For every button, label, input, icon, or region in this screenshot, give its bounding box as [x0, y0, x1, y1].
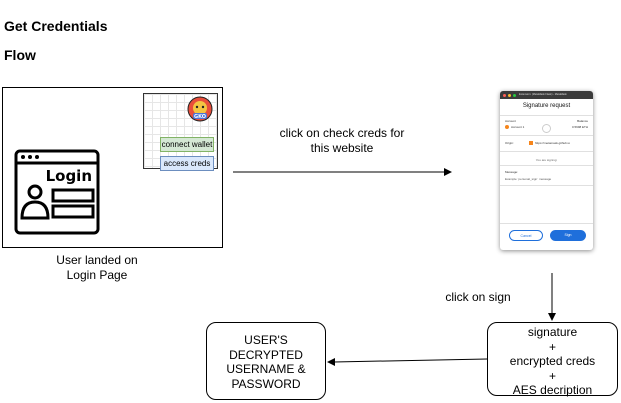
close-dot-icon: [503, 93, 506, 97]
divider: [500, 115, 593, 116]
signature-request-title: Signature request: [522, 103, 571, 109]
arrow-to-result: [327, 358, 488, 366]
maximize-dot-icon: [513, 93, 516, 97]
gko-logo-icon: GKO: [187, 96, 213, 122]
account-label: Account: [505, 119, 516, 123]
divider: [500, 135, 593, 136]
divider: [500, 165, 593, 166]
popup-titlebar: Extension: (MetaMask Flask) - MetaMask: [500, 91, 593, 99]
edge-label-click-sign: click on sign: [445, 290, 511, 304]
balance-value: 0.5998 ETH: [571, 125, 588, 129]
login-page-panel: Login GKO connect wallet access creds: [2, 87, 223, 248]
divider: [500, 223, 593, 224]
origin-value: https://metamask.github.io: [535, 141, 571, 145]
metamask-signature-popup: Extension: (MetaMask Flask) - MetaMask S…: [500, 91, 593, 250]
account-switch-icon[interactable]: [542, 124, 551, 133]
arrow-click-sign: [548, 273, 556, 321]
message-label: Message:: [505, 170, 519, 174]
account-avatar-icon: [505, 125, 509, 129]
fox-icon: [529, 141, 533, 145]
popup-titlebar-text: Extension: (MetaMask Flask) - MetaMask: [519, 93, 567, 96]
arrow-check-creds: [233, 168, 452, 176]
minimize-dot-icon: [508, 93, 511, 97]
svg-text:GKO: GKO: [194, 114, 206, 120]
connect-wallet-button[interactable]: connect wallet: [160, 137, 214, 152]
login-window-icon: Login: [14, 149, 100, 235]
diagram-subtitle: Flow: [4, 47, 36, 63]
login-text: Login: [46, 167, 92, 185]
signing-note: You are signing:: [535, 158, 558, 162]
balance-label: Balance: [577, 119, 588, 123]
diagram-title: Get Credentials: [4, 18, 108, 34]
divider: [500, 185, 593, 186]
signature-decryption-box: signature + encrypted creds + AES decrip…: [487, 322, 618, 397]
extension-preview: GKO connect wallet access creds: [143, 93, 218, 171]
origin-label: Origin:: [505, 141, 514, 145]
sign-button[interactable]: Sign: [550, 230, 586, 241]
divider: [500, 151, 593, 152]
cancel-button[interactable]: Cancel: [509, 230, 543, 241]
access-creds-button[interactable]: access creds: [160, 156, 214, 171]
edge-label-check-creds: click on check creds for this website: [279, 126, 405, 155]
decrypted-credentials-box: USER'S DECRYPTED USERNAME & PASSWORD: [206, 322, 326, 400]
account-name: Account 1: [511, 125, 525, 129]
login-caption: User landed on Login Page: [56, 253, 138, 282]
message-value: Example `personal_sign` message: [505, 177, 552, 181]
